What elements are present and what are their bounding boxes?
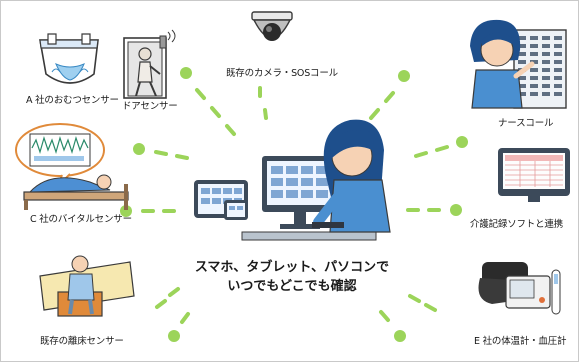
thermometer-bp-icon [478,262,561,315]
care-record-icon [498,148,570,202]
connector-mid-right [406,204,462,216]
door-sensor-label: ドアセンサー [122,101,178,112]
center-caption-line1: スマホ、タブレット、パソコンで [194,260,390,275]
bed-sensor-label: 既存の離床センサー [40,336,124,347]
diaper-icon [39,33,99,84]
nurse-call-label: ナースコール [498,118,554,129]
connector-top [258,86,268,120]
staff-at-computer-illustration [241,119,391,241]
camera-icon [251,11,293,41]
connector-bottom-right [379,294,437,342]
connector-left [133,143,189,160]
connector-right [414,136,468,158]
connector-top-right [369,70,410,120]
center-caption-line2: いつでもどこでも確認 [227,279,357,294]
connector-bottom-left [155,287,190,342]
diaper-sensor-label: A 社のおむつセンサー [26,95,119,106]
bed-sensor-icon [39,255,135,317]
nurse-call-icon [470,19,567,109]
thermometer-bp-label: E 社の体温計・血圧計 [474,336,567,347]
door-sensor-icon [123,29,176,99]
care-record-label: 介護記録ソフトと連携 [470,219,564,230]
connector-top-left [180,67,236,136]
connector-mid-left [120,205,176,217]
vital-sensor-icon [15,123,129,210]
camera-label: 既存のカメラ・SOSコール [226,68,338,79]
vital-sensor-label: C 社のバイタルセンサー [30,214,132,225]
center-caption: スマホ、タブレット、パソコンで いつでもどこでも確認 [182,258,402,296]
tablet-phone-icon [194,180,248,220]
